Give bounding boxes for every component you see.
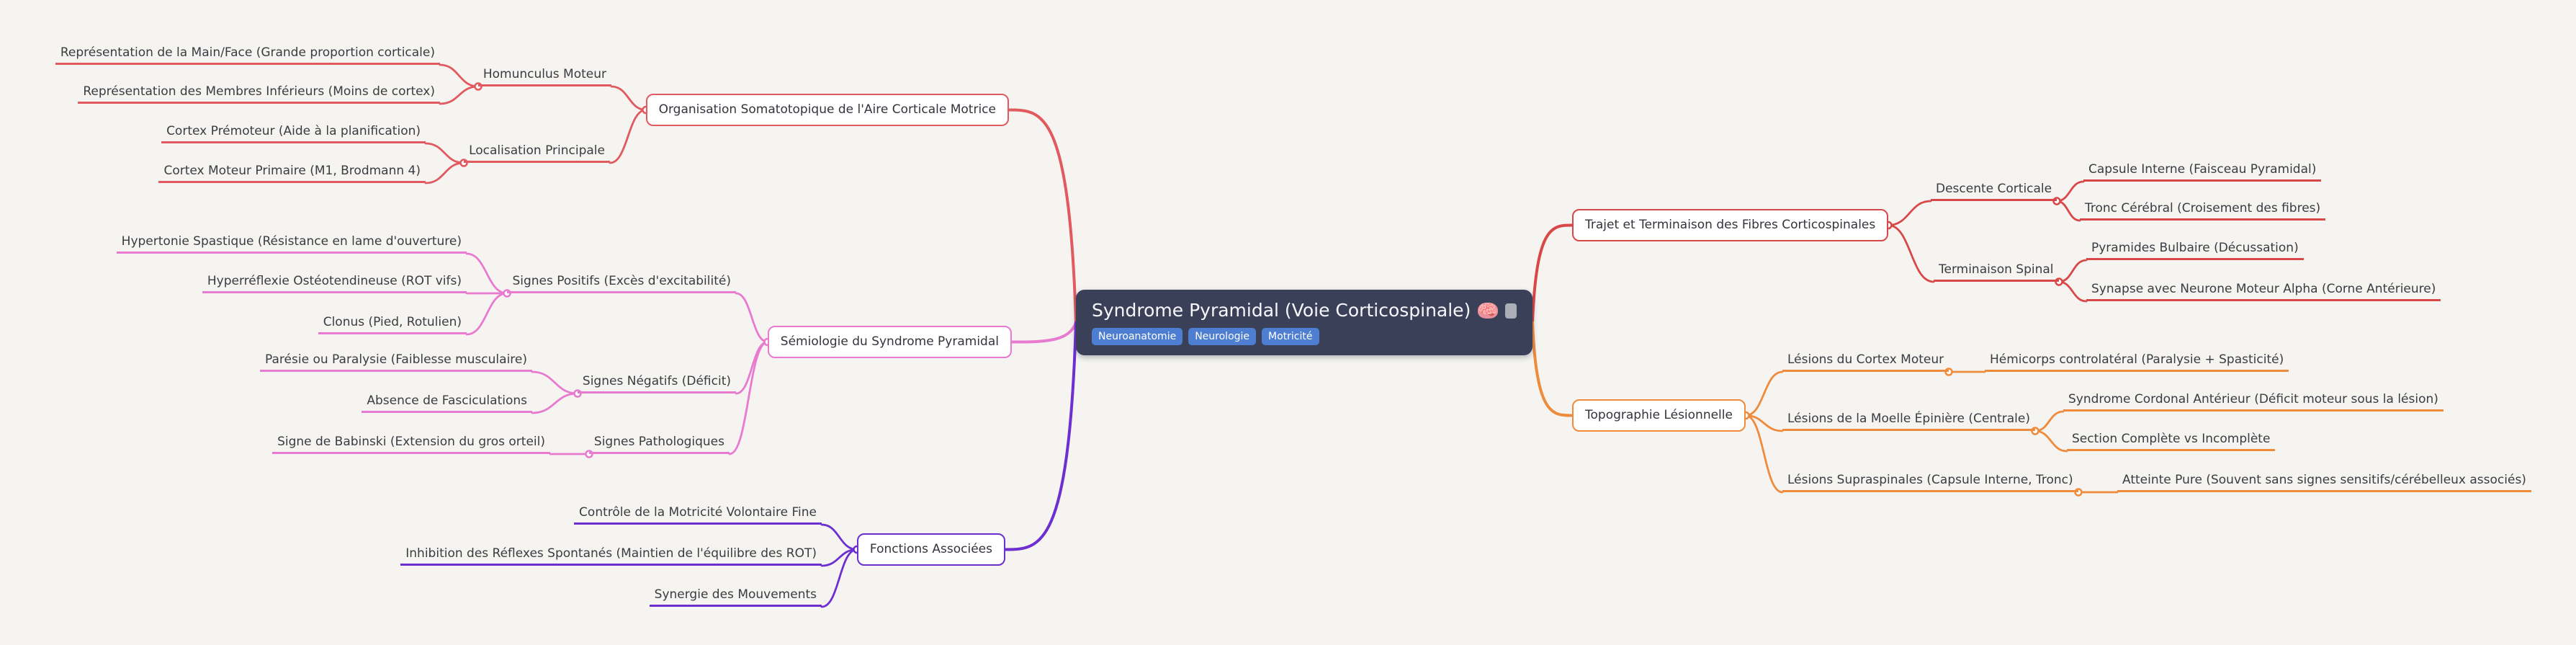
map-node[interactable]: Terminaison Spinal [1934, 262, 2059, 282]
map-node[interactable]: Contrôle de la Motricité Volontaire Fine [574, 504, 822, 525]
map-node[interactable]: Hypertonie Spastique (Résistance en lame… [116, 233, 467, 254]
map-node[interactable]: Parésie ou Paralysie (Faiblesse musculai… [260, 352, 532, 372]
map-node[interactable]: Hyperréflexie Ostéotendineuse (ROT vifs) [202, 273, 467, 293]
edge [531, 370, 579, 395]
edge [2055, 200, 2081, 222]
topic-tag[interactable]: Neurologie [1188, 328, 1257, 345]
branch-topic[interactable]: Sémiologie du Syndrome Pyramidal [767, 326, 1012, 358]
edge [728, 341, 769, 455]
edge [1531, 321, 1574, 417]
edge [1531, 223, 1574, 324]
edge [1887, 200, 1932, 226]
map-node[interactable]: Signe de Babinski (Extension du gros ort… [272, 434, 550, 454]
map-node[interactable]: Représentation des Membres Inférieurs (M… [78, 84, 440, 104]
edge [2055, 180, 2085, 203]
edge [2057, 259, 2088, 283]
map-node[interactable]: Clonus (Pied, Rotulien) [318, 314, 467, 334]
map-node[interactable]: Atteinte Pure (Souvent sans signes sensi… [2117, 472, 2531, 492]
map-node[interactable]: Syndrome Cordonal Antérieur (Déficit mot… [2063, 391, 2443, 412]
brain-emoji-icon: 🧠 [1478, 303, 1498, 319]
edge [1887, 224, 1935, 283]
edge [424, 161, 465, 184]
edge [1007, 108, 1077, 324]
topic-tag[interactable]: Motricité [1262, 328, 1319, 345]
central-title: Syndrome Pyramidal (Voie Corticospinale)… [1092, 300, 1517, 321]
edge [531, 392, 579, 414]
edge [610, 85, 647, 111]
unknown-glyph-icon [1504, 303, 1517, 319]
map-node[interactable]: Signes Négatifs (Déficit) [577, 373, 736, 393]
central-title-text: Syndrome Pyramidal (Voie Corticospinale) [1092, 300, 1471, 321]
map-node[interactable]: Signes Pathologiques [588, 434, 730, 454]
topic-tag[interactable]: Neuroanatomie [1092, 328, 1183, 345]
central-topic[interactable]: Syndrome Pyramidal (Voie Corticospinale)… [1076, 290, 1532, 355]
map-node[interactable]: Synergie des Mouvements [649, 587, 822, 607]
edge [1744, 370, 1784, 417]
map-node[interactable]: Cortex Prémoteur (Aide à la planificatio… [161, 123, 426, 143]
edge [2034, 430, 2068, 453]
edge [735, 341, 769, 395]
edge [439, 85, 480, 105]
edge [609, 109, 647, 164]
edge [424, 142, 465, 164]
map-node[interactable]: Cortex Moteur Primaire (M1, Brodmann 4) [158, 163, 426, 183]
edge [820, 523, 858, 551]
map-node[interactable]: Synapse avec Neurone Moteur Alpha (Corne… [2086, 281, 2441, 301]
map-node[interactable]: Capsule Interne (Faisceau Pyramidal) [2083, 161, 2322, 182]
edge [2057, 280, 2088, 303]
map-node[interactable]: Localisation Principale [464, 143, 610, 163]
edge [439, 63, 480, 88]
map-node[interactable]: Descente Corticale [1931, 181, 2057, 201]
map-node[interactable]: Absence de Fasciculations [362, 393, 532, 413]
map-node[interactable]: Lésions du Cortex Moteur [1782, 352, 1949, 372]
branch-topic[interactable]: Trajet et Terminaison des Fibres Cortico… [1572, 209, 1889, 241]
branch-topic[interactable]: Topographie Lésionnelle [1572, 399, 1746, 432]
map-node[interactable]: Section Complète vs Incomplète [2067, 431, 2276, 451]
edge [465, 292, 508, 336]
map-node[interactable]: Homunculus Moteur [477, 66, 611, 86]
map-node[interactable]: Inhibition des Réflexes Spontanés (Maint… [400, 546, 822, 566]
branch-topic[interactable]: Fonctions Associées [856, 533, 1005, 566]
edge [820, 548, 858, 608]
map-node[interactable]: Lésions de la Moelle Épinière (Centrale) [1782, 411, 2035, 431]
topic-tags: Neuroanatomie Neurologie Motricité [1092, 328, 1517, 345]
map-node[interactable]: Représentation de la Main/Face (Grande p… [55, 45, 440, 65]
edge [2034, 410, 2065, 432]
edge [1004, 321, 1077, 551]
edge [465, 252, 508, 295]
edge [735, 292, 769, 343]
map-node[interactable]: Tronc Cérébral (Croisement des fibres) [2080, 200, 2326, 221]
edge [1744, 414, 1784, 432]
map-node[interactable]: Hémicorps controlatéral (Paralysie + Spa… [1985, 352, 2289, 372]
map-node[interactable]: Lésions Supraspinales (Capsule Interne, … [1782, 472, 2078, 492]
branch-topic[interactable]: Organisation Somatotopique de l'Aire Cor… [645, 94, 1009, 126]
map-node[interactable]: Signes Positifs (Excès d'excitabilité) [507, 273, 736, 293]
map-node[interactable]: Pyramides Bulbaire (Décussation) [2086, 240, 2304, 260]
edge [1744, 414, 1784, 494]
edge [1010, 321, 1077, 344]
